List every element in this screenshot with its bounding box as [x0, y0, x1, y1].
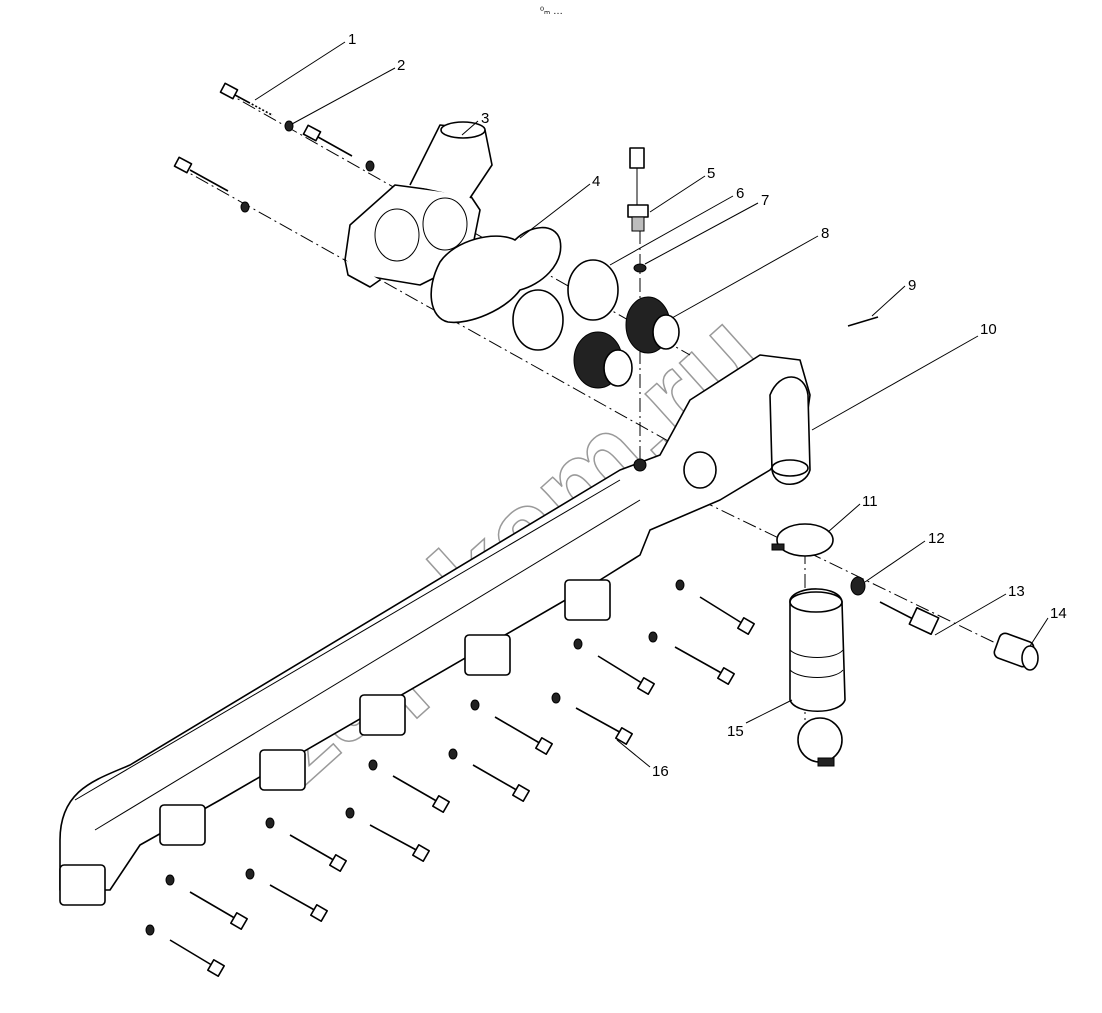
hose-clamp-upper	[771, 523, 834, 557]
sensor-13	[879, 601, 940, 636]
callout-16: 16	[652, 763, 669, 780]
plug-14	[993, 632, 1039, 671]
callout-8: 8	[821, 225, 829, 242]
callout-15: 15	[727, 723, 744, 740]
o-ring-right	[567, 259, 619, 321]
callout-13: 13	[1008, 583, 1025, 600]
callout-7: 7	[761, 192, 769, 209]
gasket	[430, 226, 562, 324]
thermostats	[573, 296, 680, 389]
callout-2: 2	[397, 57, 405, 74]
leader-lines	[254, 41, 1049, 768]
bolt-1	[219, 82, 273, 116]
bolts-lower	[145, 579, 755, 977]
callout-11: 11	[862, 493, 878, 510]
bolt-group-top	[173, 82, 375, 213]
o-ring-left	[512, 289, 564, 351]
callout-labels: 1 2 3 4 5 6 7 8 9 10 11 12 13 14 15 16	[348, 31, 1067, 780]
water-manifold	[59, 354, 811, 906]
callout-1: 1	[348, 31, 356, 48]
bolt-lower	[173, 156, 229, 192]
temperature-sensor	[627, 147, 649, 273]
callout-5: 5	[707, 165, 715, 182]
hose	[789, 588, 846, 712]
hose-clamp-lower	[797, 717, 843, 767]
callout-4: 4	[592, 173, 600, 190]
callout-12: 12	[928, 530, 945, 547]
callout-14: 14	[1050, 605, 1067, 622]
callout-9: 9	[908, 277, 916, 294]
washer-2	[284, 120, 294, 132]
callout-10: 10	[980, 321, 997, 338]
dowel-pin	[847, 316, 879, 327]
bolt-upper	[302, 124, 353, 157]
sensor-washer	[633, 263, 647, 273]
mounting-feet	[59, 579, 611, 906]
header-mark: ⁰ₘ …	[540, 6, 563, 17]
callout-3: 3	[481, 110, 489, 127]
callout-6: 6	[736, 185, 744, 202]
washer-12	[850, 576, 866, 596]
